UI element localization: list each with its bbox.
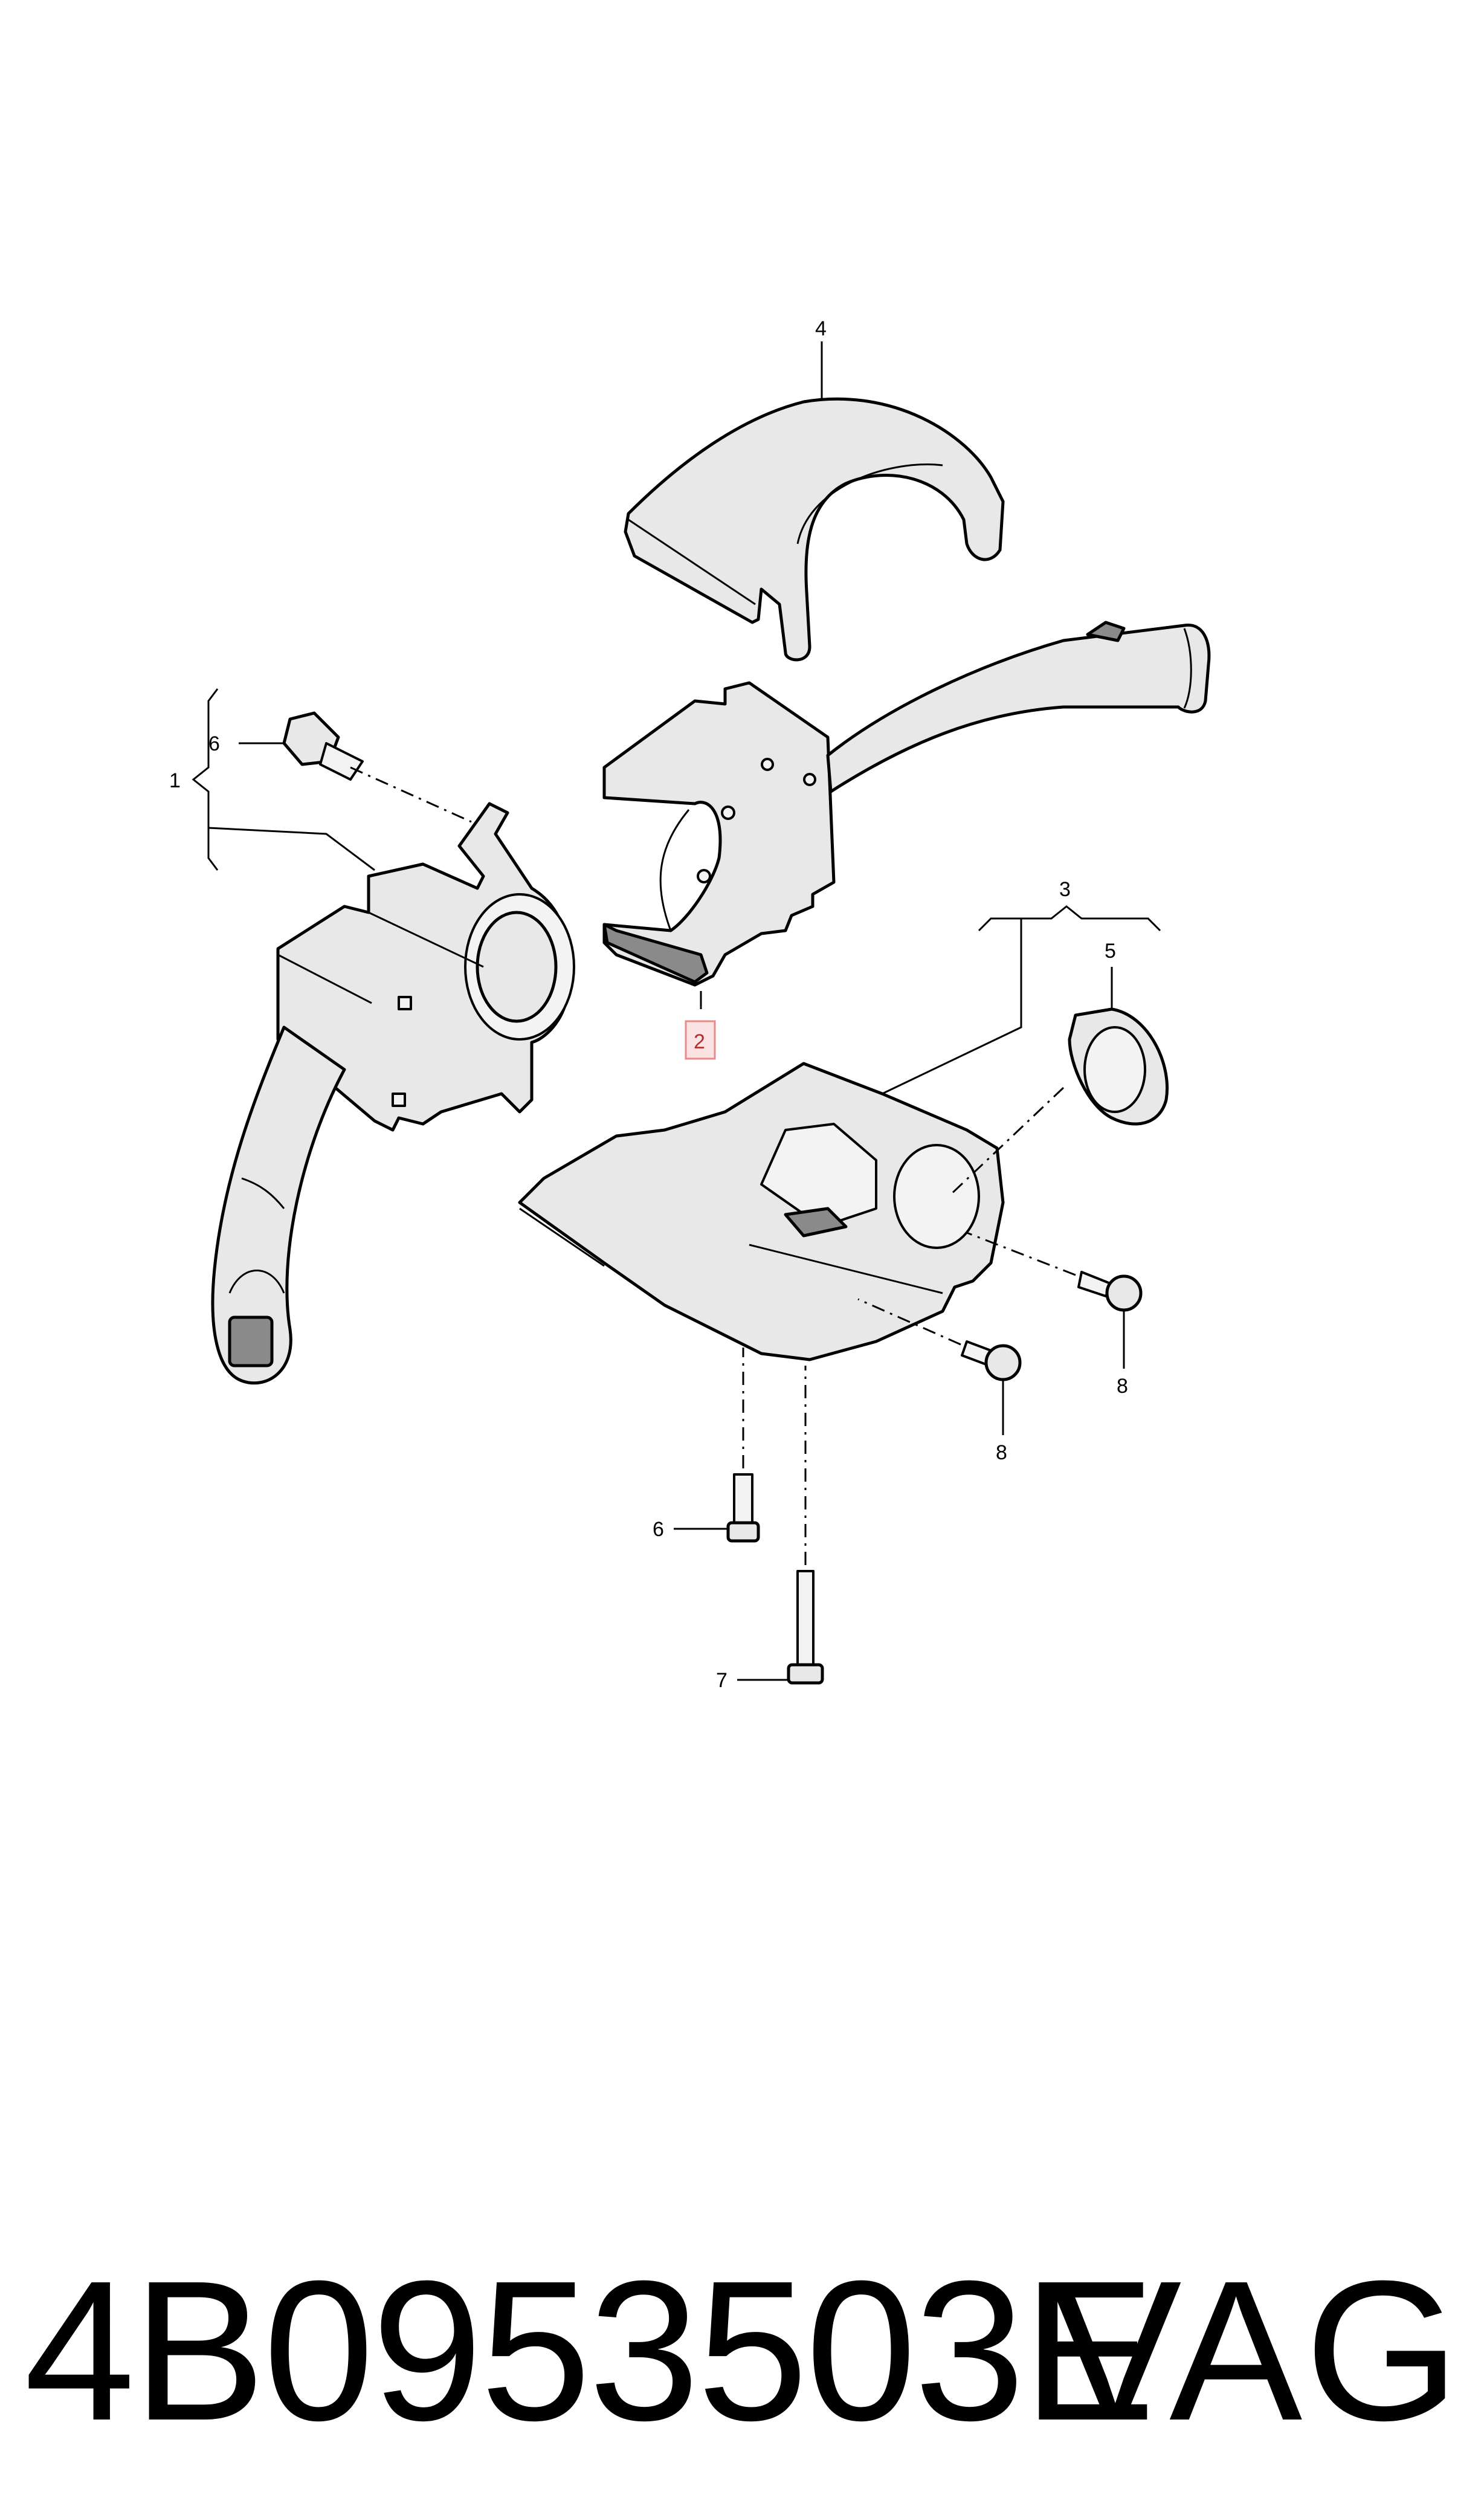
bracket-1 [192, 688, 219, 871]
callout-8-right: 8 [1117, 1375, 1128, 1398]
combination-switch-housing [602, 621, 1211, 987]
brand-name: VAG [1048, 2239, 1462, 2462]
upper-column-cover [624, 397, 1005, 662]
bracket-3 [978, 905, 1161, 932]
part-number: 4B0953503E [24, 2239, 1155, 2462]
assembly-line-screw6-to-switch [350, 766, 472, 823]
lower-column-cover [518, 1062, 1005, 1361]
screw-8-middle [961, 1340, 1022, 1381]
callout-1: 1 [169, 769, 181, 792]
leader-1-to-switch [208, 827, 375, 871]
callout-3: 3 [1059, 878, 1071, 901]
callout-8-middle: 8 [996, 1441, 1007, 1464]
screw-lower-6 [726, 1473, 760, 1543]
callout-6-lower: 6 [653, 1518, 664, 1541]
leader-3-to-cover [882, 918, 1022, 1095]
screw-8-right [1077, 1271, 1143, 1312]
assembly-line-ring-to-cover [947, 1086, 1065, 1198]
callout-7: 7 [716, 1669, 727, 1692]
screw-upper-left [282, 711, 364, 781]
assembly-line-screw8-mid [857, 1298, 961, 1346]
assembly-line-screw8-right [966, 1232, 1076, 1276]
callout-4: 4 [815, 317, 827, 340]
bolt-long-7 [787, 1570, 824, 1685]
callout-6-upper: 6 [208, 732, 220, 755]
turn-signal-switch [211, 802, 575, 1385]
part-2-highlight-box [685, 1020, 716, 1060]
lock-trim-ring [1068, 1007, 1169, 1126]
callout-2: 2 [694, 1030, 705, 1053]
callout-5: 5 [1105, 940, 1116, 963]
footer: 4B0953503E VAG [24, 2236, 1462, 2465]
